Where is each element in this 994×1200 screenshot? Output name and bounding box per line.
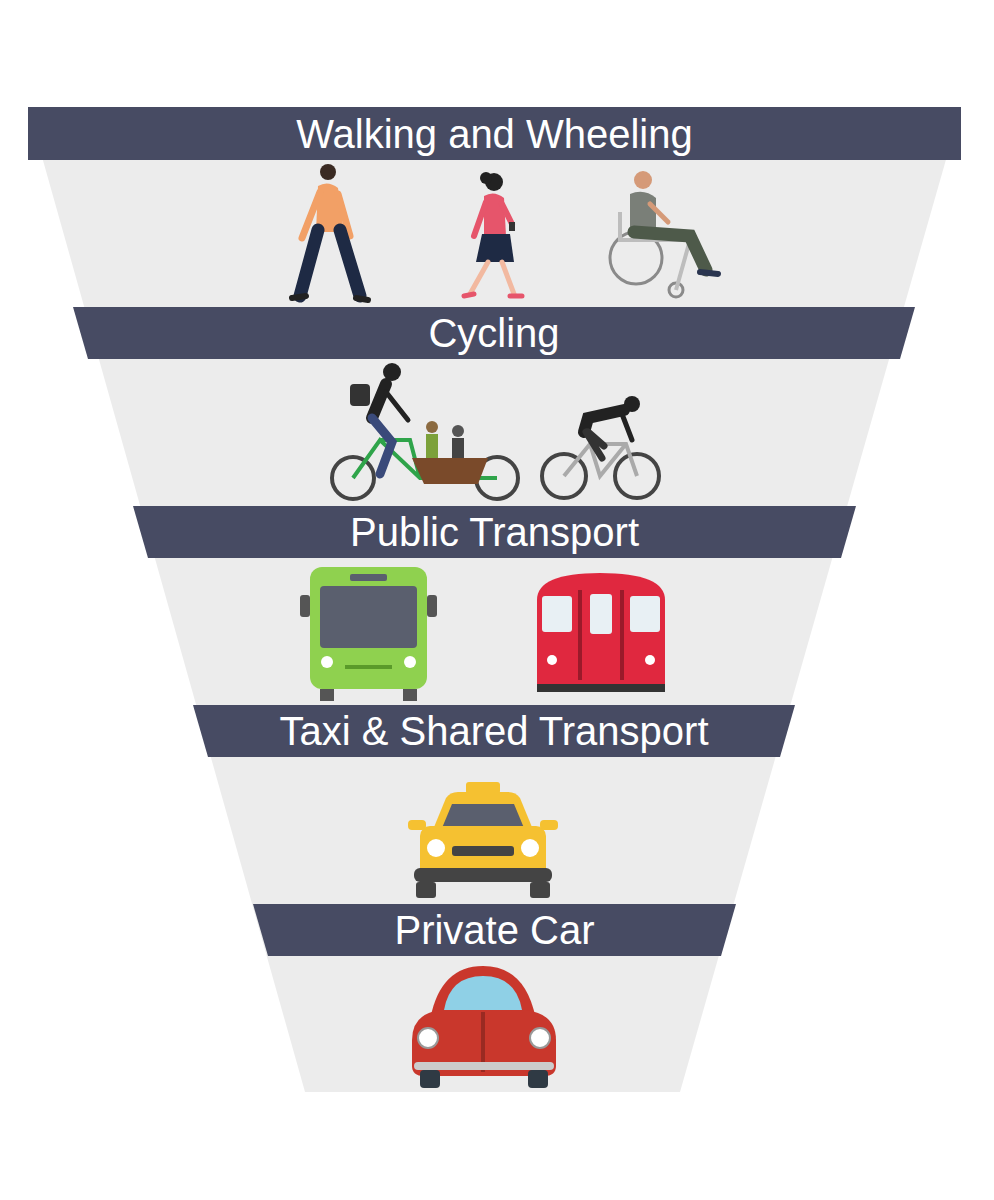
- funnel-band: Private Car: [253, 904, 736, 956]
- band-label: Taxi & Shared Transport: [279, 711, 708, 751]
- funnel-band: Walking and Wheeling: [28, 107, 961, 160]
- cargo-bike-icon: [332, 363, 518, 499]
- private-car-icon: [412, 966, 556, 1088]
- funnel-ground: [28, 107, 961, 1092]
- band-label: Public Transport: [350, 512, 639, 552]
- train-icon: [537, 573, 665, 692]
- walking-man-icon: [292, 164, 368, 300]
- bus-icon: [300, 567, 437, 701]
- band-label: Walking and Wheeling: [296, 114, 693, 154]
- funnel-band: Public Transport: [133, 506, 856, 558]
- band-label: Cycling: [428, 313, 559, 353]
- road-bike-icon: [542, 396, 659, 498]
- funnel-band: Cycling: [73, 307, 915, 359]
- walking-woman-icon: [464, 172, 522, 296]
- taxi-icon: [408, 782, 558, 898]
- funnel-band: Taxi & Shared Transport: [193, 705, 795, 757]
- wheelchair-user-icon: [610, 171, 718, 297]
- band-label: Private Car: [394, 910, 594, 950]
